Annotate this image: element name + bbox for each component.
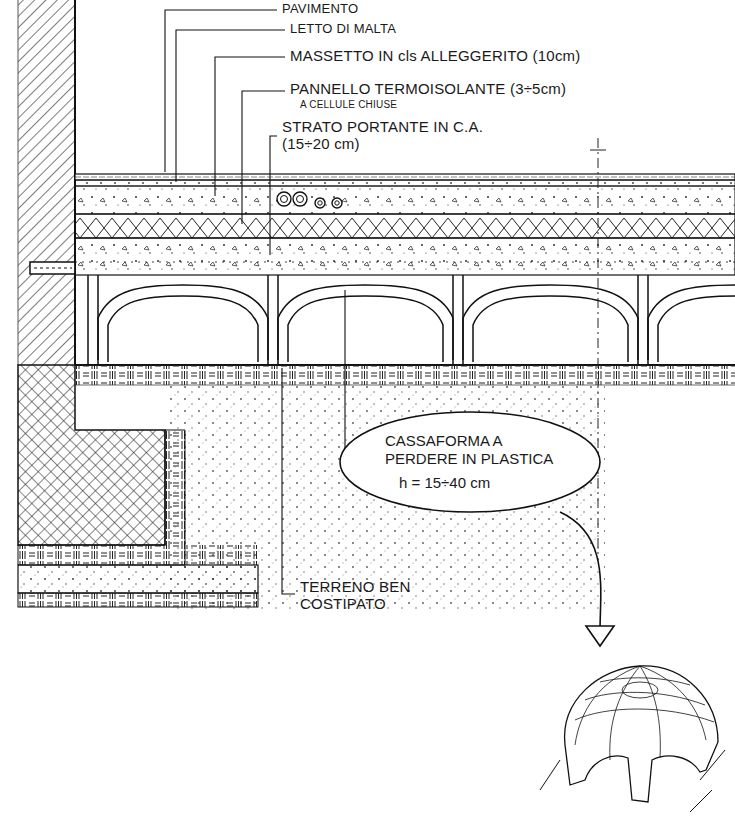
wall — [18, 0, 75, 365]
part-label: A CELLULE CHIUSE — [300, 99, 397, 111]
ground — [18, 365, 735, 610]
floor-layers — [75, 174, 735, 275]
leader-lines — [165, 10, 350, 594]
part-label: TERRENO BEN COSTIPATO — [300, 578, 440, 613]
callout-text: CASSAFORMA A PERDERE IN PLASTICA h = 15÷4… — [385, 432, 555, 492]
isometric-dome — [540, 666, 725, 812]
part-label: MASSETTO IN cls ALLEGGERITO (10cm) — [290, 47, 580, 64]
dome-formwork — [75, 275, 735, 365]
part-label: PAVIMENTO — [282, 2, 358, 17]
dimension-text: h = 15÷40 cm — [385, 474, 555, 492]
bubble-ellipse — [340, 412, 600, 512]
part-label: STRATO PORTANTE IN C.A. (15÷20 cm) — [282, 118, 522, 153]
axis-line — [590, 138, 606, 560]
part-label: LETTO DI MALTA — [290, 22, 396, 37]
callout-title: CASSAFORMA A PERDERE IN PLASTICA — [385, 432, 555, 468]
callout-arrow — [560, 512, 614, 646]
part-label: PANNELLO TERMOISOLANTE (3÷5cm) — [290, 80, 566, 97]
callout-bubble: CASSAFORMA A PERDERE IN PLASTICA h = 15÷4… — [337, 409, 603, 515]
